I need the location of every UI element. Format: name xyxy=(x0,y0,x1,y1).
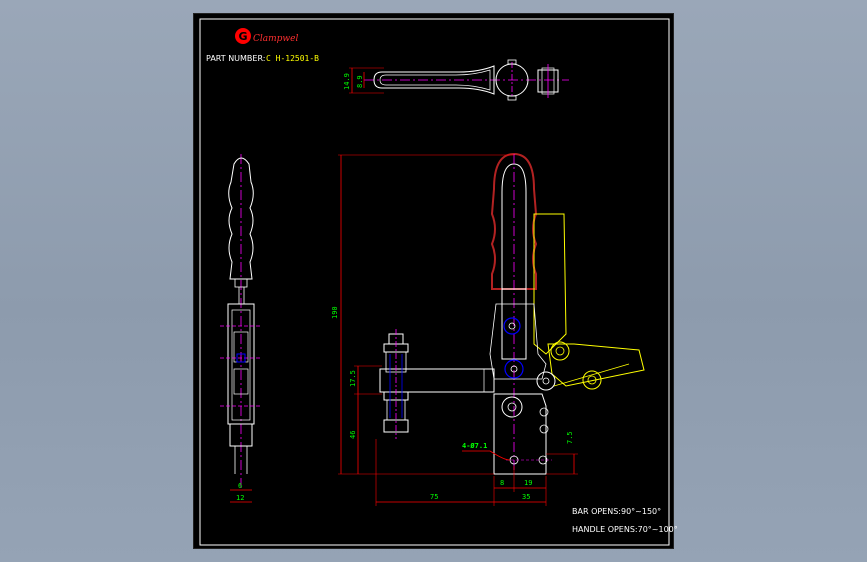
dim-top-outer: 14.9 xyxy=(343,73,351,90)
front-view-shaft xyxy=(501,288,527,360)
side-view-grip xyxy=(228,157,254,280)
top-view-knob-tab-bottom xyxy=(507,95,517,101)
open-position-pivot-1-inner xyxy=(555,346,565,356)
open-position-arm-edge xyxy=(553,363,630,387)
note-bar-opens: BAR OPENS:90°~150° xyxy=(572,507,661,516)
front-view-pivot-arm-inner xyxy=(542,377,550,385)
logo-text: Clampwel xyxy=(253,34,298,44)
front-view-grip-inner xyxy=(501,163,527,290)
dim-side-inner: 6 xyxy=(238,482,242,490)
dim-hole-edge: 8 xyxy=(500,479,504,487)
dim-overall-height: 190 xyxy=(331,306,339,319)
dim-reach: 75 xyxy=(430,493,438,501)
logo-mark xyxy=(235,28,251,44)
open-position-handle xyxy=(533,213,567,355)
front-view-pivot-base-inner xyxy=(507,402,517,412)
part-number-label: PART NUMBER: xyxy=(206,54,265,63)
part-number-value: C H-12501-B xyxy=(266,54,319,63)
top-view-handle xyxy=(373,65,495,95)
spindle-thread-upper xyxy=(385,351,407,373)
top-view-knob-tab-top xyxy=(507,59,517,65)
front-view-pivot-upper-inner xyxy=(508,322,516,330)
side-view-pivot-pin xyxy=(236,353,246,363)
dim-hole-pitch: 19 xyxy=(524,479,532,487)
dim-base-width: 35 xyxy=(522,493,530,501)
front-view-base xyxy=(493,393,547,475)
front-view-pivot-mid-inner xyxy=(510,365,518,373)
open-position-pivot-1 xyxy=(550,341,570,361)
side-view-link-lower xyxy=(233,368,249,395)
company-logo: G Clampwel xyxy=(235,28,298,44)
side-view: 6 12 xyxy=(220,154,262,503)
dim-top-inner: 8.9 xyxy=(356,75,364,88)
front-view-linkage xyxy=(489,303,547,380)
front-view-pivot-upper xyxy=(503,317,521,335)
front-view-clamp-bar xyxy=(379,368,495,393)
dim-arm-height: 17.5 xyxy=(349,370,357,387)
front-view-pivot-base xyxy=(501,396,523,418)
front-view: 190 17.5 46 4-Ø7.1 7.5 75 8 19 35 xyxy=(331,152,645,506)
top-view-handle-inner xyxy=(379,69,491,91)
cad-drawing: G Clampwel PART NUMBER: C H-12501-B 14.9… xyxy=(199,18,678,546)
side-view-ferrule xyxy=(234,278,248,288)
drawing-sheet: G Clampwel PART NUMBER: C H-12501-B 14.9… xyxy=(193,13,678,549)
side-view-body-inner xyxy=(231,309,251,421)
open-position-pivot-2 xyxy=(582,370,602,390)
hole-leader xyxy=(462,450,511,461)
side-view-base xyxy=(229,423,253,447)
top-view: 14.9 8.9 xyxy=(343,59,569,101)
dim-hole-spec: 4-Ø7.1 xyxy=(462,442,487,450)
note-handle-opens: HANDLE OPENS:70°~100° xyxy=(572,525,678,534)
dim-side-outer: 12 xyxy=(236,494,244,502)
dim-base-height: 46 xyxy=(349,431,357,439)
dim-base-offset: 7.5 xyxy=(566,431,574,444)
open-position-pivot-2-inner xyxy=(587,375,597,385)
spindle-pad xyxy=(383,419,409,433)
front-view-pivot-mid xyxy=(504,359,524,379)
drawing-frame xyxy=(199,18,670,546)
base-hole-upper-1 xyxy=(539,407,549,417)
front-view-pivot-arm xyxy=(536,371,556,391)
logo-letter: G xyxy=(238,30,247,43)
base-hole-upper-2 xyxy=(539,424,549,434)
